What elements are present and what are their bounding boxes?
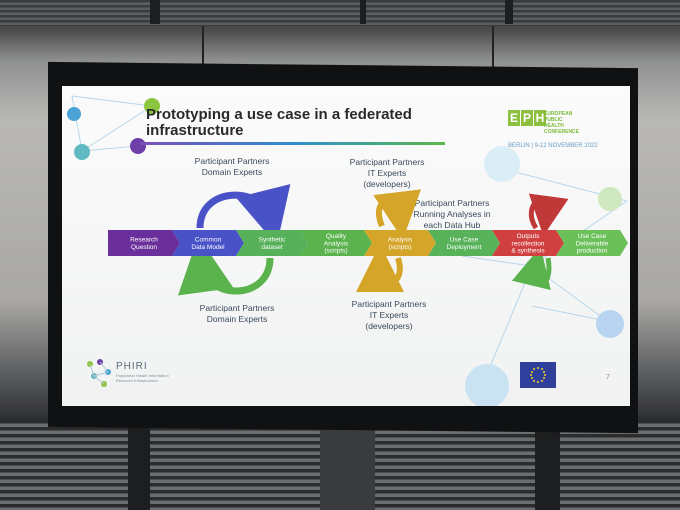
cycle-arrow-green-right-icon xyxy=(511,246,552,291)
window-post xyxy=(150,0,160,24)
process-step-shape xyxy=(428,230,500,256)
window-blinds-bottom xyxy=(150,420,320,510)
label-domain-experts-bottom: Participant Partners Domain Experts xyxy=(199,303,275,324)
eph-logo-letter: P xyxy=(521,110,533,126)
phiri-subtitle: Population Health Information Research I… xyxy=(116,373,169,383)
cycle-arrow-green-icon xyxy=(178,236,274,296)
window-post xyxy=(505,0,513,24)
phiri-logo-icon xyxy=(87,359,111,387)
process-step-5: Analysis(scripts) xyxy=(364,230,436,256)
cycle-arrow-gold-bottom-icon xyxy=(356,244,405,293)
label-running-analyses: Participant Partners Running Analyses in… xyxy=(413,198,491,230)
process-step-shape xyxy=(300,230,372,256)
eph-logo-letter: H xyxy=(534,110,546,126)
process-step-shape xyxy=(236,230,308,256)
label-it-experts-top: Participant Partners IT Experts (develop… xyxy=(349,157,425,189)
slide-title: Prototyping a use case in a federated in… xyxy=(146,106,412,139)
window-post xyxy=(128,420,150,510)
network-decoration xyxy=(67,95,628,406)
process-step-shape xyxy=(172,230,244,256)
conference-date: BERLIN | 9-12 NOVEMBER 2022 xyxy=(508,143,598,149)
conference-name: EUROPEAN PUBLIC HEALTH CONFERENCE xyxy=(544,111,580,135)
cycle-arrow-gold-top-icon xyxy=(373,189,421,240)
window-blinds-bottom xyxy=(375,420,535,510)
window-post xyxy=(360,0,366,24)
window-blinds-bottom xyxy=(560,420,680,510)
phiri-name: PHIRI xyxy=(116,361,148,372)
label-domain-experts-top: Participant Partners Domain Experts xyxy=(194,156,270,177)
eu-flag-icon xyxy=(520,362,556,388)
presentation-slide: Prototyping a use case in a federated in… xyxy=(62,86,630,406)
process-step-shape xyxy=(492,230,564,256)
window-post xyxy=(535,420,560,510)
label-it-experts-bottom: Participant Partners IT Experts (develop… xyxy=(351,299,427,331)
process-step-shape xyxy=(556,230,628,256)
process-step-label: Analysis(scripts) xyxy=(388,237,413,251)
eph-logo-letter: E xyxy=(508,110,520,126)
slide-page-number: 7 xyxy=(606,374,610,381)
screen-cable xyxy=(492,26,494,68)
process-step-shape xyxy=(364,230,436,256)
process-step-shape xyxy=(108,230,180,256)
window-post xyxy=(320,420,375,510)
cycle-arrow-red-icon xyxy=(528,193,569,236)
window-blinds-top xyxy=(0,0,680,26)
title-underline xyxy=(140,142,445,145)
window-blinds-bottom xyxy=(0,420,130,510)
screen-cable xyxy=(202,26,204,66)
cycle-arrow-blue-icon xyxy=(196,184,291,246)
